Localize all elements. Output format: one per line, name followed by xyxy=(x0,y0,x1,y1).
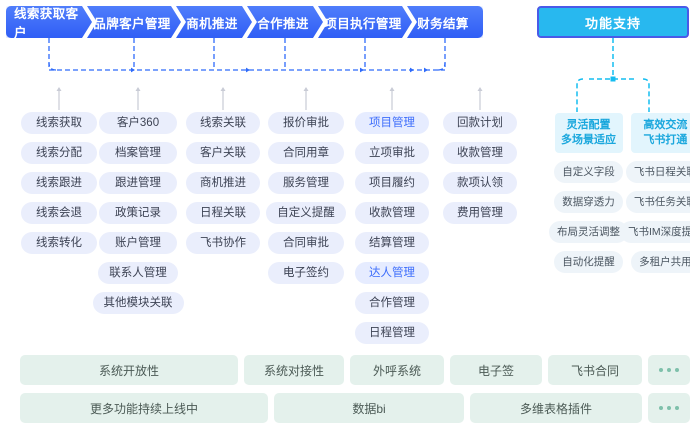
module-column-6: 回款计划收款管理款项认领费用管理 xyxy=(443,112,517,224)
module-chip[interactable]: 政策记录 xyxy=(99,202,177,224)
support-chip[interactable]: 飞书日程关联 xyxy=(625,161,690,183)
pipeline-tab-2[interactable]: 品牌客户管理 xyxy=(87,6,181,38)
module-chip[interactable]: 报价审批 xyxy=(268,112,344,134)
bottom-cell[interactable]: 多维表格插件 xyxy=(470,393,642,423)
module-column-5: 项目管理立项审批项目履约收款管理结算管理达人管理合作管理日程管理 xyxy=(355,112,429,344)
module-chip[interactable]: 项目管理 xyxy=(355,112,429,134)
connector-node xyxy=(610,76,616,82)
module-column-3: 线索关联客户关联商机推进日程关联飞书协作 xyxy=(186,112,260,254)
support-chip[interactable]: 布局灵活调整 xyxy=(549,221,628,243)
pipeline-tab-5[interactable]: 项目执行管理 xyxy=(318,6,412,38)
support-header-label: 功能支持 xyxy=(584,15,641,31)
module-chip[interactable]: 结算管理 xyxy=(355,232,429,254)
ellipsis-icon xyxy=(659,406,679,410)
module-chip[interactable]: 商机推进 xyxy=(186,172,260,194)
module-chip[interactable]: 联系人管理 xyxy=(98,262,178,284)
bottom-cell[interactable]: 飞书合同 xyxy=(548,355,642,385)
module-chip[interactable]: 日程关联 xyxy=(186,202,260,224)
module-chip[interactable]: 合同审批 xyxy=(268,232,344,254)
module-chip[interactable]: 日程管理 xyxy=(355,322,429,344)
module-chip[interactable]: 线索跟进 xyxy=(21,172,97,194)
more-options-button[interactable] xyxy=(648,393,690,423)
pipeline-tab-4[interactable]: 合作推进 xyxy=(247,6,323,38)
support-header-line1: 灵活配置 xyxy=(566,119,611,131)
pipeline-tab-label: 品牌客户管理 xyxy=(93,16,171,31)
module-chip[interactable]: 飞书协作 xyxy=(186,232,260,254)
module-chip[interactable]: 收款管理 xyxy=(355,202,429,224)
bottom-cell[interactable]: 数据bi xyxy=(274,393,464,423)
support-header-line1: 高效交流 xyxy=(643,119,688,131)
module-column-4: 报价审批合同用章服务管理自定义提醒合同审批电子签约 xyxy=(266,112,346,284)
module-chip[interactable]: 账户管理 xyxy=(99,232,177,254)
module-chip[interactable]: 项目履约 xyxy=(355,172,429,194)
pipeline-tab-3[interactable]: 商机推进 xyxy=(176,6,252,38)
module-chip[interactable]: 立项审批 xyxy=(355,142,429,164)
support-header-box[interactable]: 功能支持 xyxy=(537,6,689,38)
bottom-cell[interactable]: 系统开放性 xyxy=(20,355,238,385)
module-chip[interactable]: 其他模块关联 xyxy=(92,292,184,314)
module-chip[interactable]: 服务管理 xyxy=(268,172,344,194)
support-column-header[interactable]: 高效交流飞书打通 xyxy=(631,113,690,153)
module-chip[interactable]: 合作管理 xyxy=(355,292,429,314)
module-chip[interactable]: 线索转化 xyxy=(21,232,97,254)
bottom-row-1: 系统开放性系统对接性外呼系统电子签飞书合同 xyxy=(20,355,690,385)
support-chip[interactable]: 数据穿透力 xyxy=(554,191,623,213)
module-chip[interactable]: 跟进管理 xyxy=(99,172,177,194)
module-chip[interactable]: 款项认领 xyxy=(443,172,517,194)
pipeline-tab-6[interactable]: 财务结算 xyxy=(407,6,483,38)
support-column-2: 高效交流飞书打通飞书日程关联飞书任务关联飞书IM深度提成多租户共用 xyxy=(620,113,690,273)
module-chip[interactable]: 线索获取 xyxy=(21,112,97,134)
module-chip[interactable]: 档案管理 xyxy=(99,142,177,164)
support-header-line2: 多场景适应 xyxy=(561,134,616,146)
ellipsis-icon xyxy=(659,368,679,372)
module-chip[interactable]: 线索关联 xyxy=(186,112,260,134)
module-chip[interactable]: 线索分配 xyxy=(21,142,97,164)
pipeline-tab-label: 项目执行管理 xyxy=(324,16,402,31)
module-chip[interactable]: 自定义提醒 xyxy=(266,202,346,224)
support-chip[interactable]: 飞书任务关联 xyxy=(625,191,690,213)
module-column-1: 线索获取线索分配线索跟进线索会退线索转化 xyxy=(21,112,97,254)
support-chip[interactable]: 自动化提醒 xyxy=(554,251,623,273)
module-chip[interactable]: 电子签约 xyxy=(268,262,344,284)
module-column-2: 客户360 档案管理跟进管理政策记录账户管理联系人管理其他模块关联 xyxy=(92,112,184,314)
support-header-line2: 飞书打通 xyxy=(643,134,688,146)
module-chip[interactable]: 客户关联 xyxy=(186,142,260,164)
support-column-1: 灵活配置多场景适应自定义字段数据穿透力布局灵活调整自动化提醒 xyxy=(549,113,628,273)
pipeline-tab-label: 财务结算 xyxy=(417,16,469,31)
support-chip[interactable]: 多租户共用 xyxy=(631,251,690,273)
bottom-cell[interactable]: 外呼系统 xyxy=(350,355,444,385)
bottom-cell[interactable]: 系统对接性 xyxy=(244,355,344,385)
module-chip[interactable]: 合同用章 xyxy=(268,142,344,164)
bottom-cell[interactable]: 电子签 xyxy=(450,355,542,385)
module-chip[interactable]: 费用管理 xyxy=(443,202,517,224)
pipeline-tab-label: 合作推进 xyxy=(257,16,309,31)
module-chip[interactable]: 回款计划 xyxy=(443,112,517,134)
module-chip[interactable]: 达人管理 xyxy=(355,262,429,284)
support-column-header[interactable]: 灵活配置多场景适应 xyxy=(554,113,623,153)
pipeline-tab-label: 商机推进 xyxy=(186,16,238,31)
module-chip[interactable]: 线索会退 xyxy=(21,202,97,224)
module-chip[interactable]: 收款管理 xyxy=(443,142,517,164)
bottom-cell[interactable]: 更多功能持续上线中 xyxy=(20,393,268,423)
pipeline-tab-label: 线索获取客户 xyxy=(14,7,79,40)
more-options-button[interactable] xyxy=(648,355,690,385)
pipeline-tab-1[interactable]: 线索获取客户 xyxy=(6,6,92,38)
support-chip[interactable]: 飞书IM深度提成 xyxy=(620,221,690,243)
support-chip[interactable]: 自定义字段 xyxy=(554,161,623,183)
module-chip[interactable]: 客户360 xyxy=(99,112,177,134)
